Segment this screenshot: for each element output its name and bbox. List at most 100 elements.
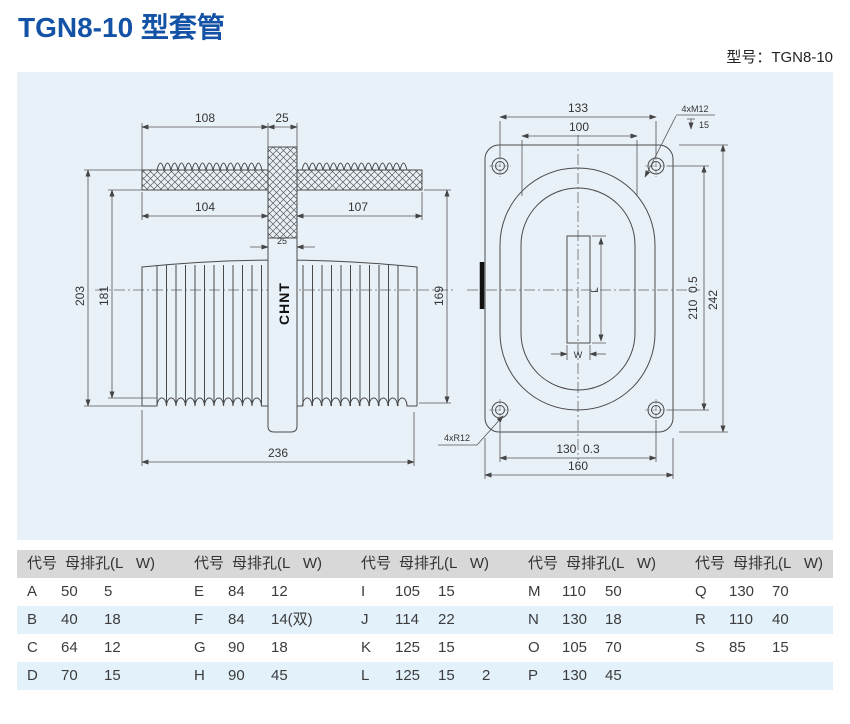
bolt-hole-br bbox=[645, 399, 667, 421]
dim-107: 107 bbox=[348, 200, 368, 214]
header-hole: 母排孔(L W) bbox=[232, 555, 322, 572]
cell-code: J bbox=[361, 611, 369, 628]
dim-130-0-3: 130 0.3 bbox=[556, 442, 600, 456]
cell-l: 64 bbox=[61, 639, 78, 656]
cell-code: E bbox=[194, 583, 205, 600]
flange-plate bbox=[484, 144, 674, 433]
cell-l: 110 bbox=[729, 611, 753, 628]
dim-100: 100 bbox=[569, 120, 589, 134]
header-group: 代号母排孔(L W) bbox=[361, 550, 528, 578]
cell-code: Q bbox=[695, 583, 707, 600]
header-group: 代号母排孔(L W) bbox=[695, 550, 823, 578]
cell-code: L bbox=[361, 667, 370, 684]
flange-section-left bbox=[141, 169, 269, 191]
inner-obround bbox=[520, 187, 636, 391]
dim-108: 108 bbox=[195, 111, 215, 125]
header-group: 代号母排孔(L W) bbox=[528, 550, 695, 578]
cell-extra bbox=[315, 578, 345, 606]
cell-l: 105 bbox=[562, 639, 588, 656]
cell-w: 18 bbox=[271, 639, 288, 656]
header-code: 代号 bbox=[194, 555, 225, 572]
cell-extra: 2 bbox=[482, 667, 491, 684]
cell-extra bbox=[482, 606, 512, 634]
dim-169: 169 bbox=[432, 286, 446, 306]
cell-w: 15 bbox=[772, 639, 789, 656]
cell-l bbox=[729, 662, 772, 690]
side-view: CHNT 108 25 104 107 25 203 181 169 bbox=[73, 111, 456, 466]
cell-l: 110 bbox=[562, 583, 586, 600]
cell-l: 90 bbox=[228, 667, 245, 684]
front-centerlines bbox=[467, 135, 700, 460]
depth-symbol-icon bbox=[687, 118, 695, 129]
cell-l: 84 bbox=[228, 583, 245, 600]
cell-w: 14(双) bbox=[271, 611, 313, 628]
cell-w bbox=[772, 662, 816, 690]
bolt-hole-bl bbox=[489, 399, 511, 421]
cell-w: 22 bbox=[438, 611, 455, 628]
side-extension-lines bbox=[84, 123, 451, 466]
bolt-hole-tr bbox=[645, 155, 667, 177]
cell-w: 15 bbox=[438, 583, 455, 600]
cell-w: 50 bbox=[605, 583, 622, 600]
cell-w: 45 bbox=[605, 667, 622, 684]
cell-w: 15 bbox=[104, 667, 121, 684]
dim-133: 133 bbox=[568, 101, 588, 115]
cell-w: 12 bbox=[104, 639, 121, 656]
dim-203: 203 bbox=[73, 286, 87, 306]
cell-l: 85 bbox=[729, 639, 746, 656]
cell-w: 70 bbox=[605, 639, 622, 656]
front-view: 133 100 242 210 0.5 130 0.3 160 L W 4xM1… bbox=[438, 101, 728, 479]
cell-code: B bbox=[27, 611, 38, 628]
cell-l: 125 bbox=[395, 667, 421, 684]
cell-w: 5 bbox=[104, 583, 113, 600]
cell-l: 114 bbox=[395, 611, 419, 628]
header-hole: 母排孔(L W) bbox=[399, 555, 489, 572]
technical-drawing: CHNT 108 25 104 107 25 203 181 169 bbox=[73, 101, 728, 479]
header-group: 代号母排孔(L W) bbox=[194, 550, 361, 578]
cell-extra bbox=[148, 634, 178, 662]
cell-w: 15 bbox=[438, 639, 455, 656]
spec-table: 代号母排孔(L W) 代号母排孔(L W) 代号母排孔(L W) 代号母排孔(L… bbox=[17, 550, 833, 690]
cell-l: 130 bbox=[562, 667, 588, 684]
cell-extra bbox=[482, 578, 512, 606]
conductor-stem-section bbox=[267, 146, 298, 239]
conductor-column bbox=[267, 237, 298, 433]
cell-code: D bbox=[27, 667, 38, 684]
cell-code: F bbox=[194, 611, 204, 628]
header-hole: 母排孔(L W) bbox=[566, 555, 656, 572]
dim-236: 236 bbox=[268, 446, 288, 460]
cell-extra bbox=[148, 662, 178, 690]
dim-25-bottom: 25 bbox=[277, 236, 287, 246]
cell-code: A bbox=[27, 583, 38, 600]
cell-w: 70 bbox=[772, 583, 789, 600]
model-label: 型号：TGN8-10 bbox=[726, 49, 833, 66]
cell-code: S bbox=[695, 639, 706, 656]
cell-code: K bbox=[361, 639, 372, 656]
table-cell-group: J 114 22 bbox=[361, 606, 528, 634]
cell-code: O bbox=[528, 639, 540, 656]
cell-extra bbox=[816, 578, 846, 606]
flange-section-right bbox=[296, 169, 423, 191]
cell-w: 45 bbox=[271, 667, 288, 684]
cell-code: M bbox=[528, 583, 541, 600]
header-hole: 母排孔(L W) bbox=[733, 555, 823, 572]
flange-teeth-left bbox=[156, 162, 263, 171]
body-ribs bbox=[156, 265, 399, 406]
brand-logo: CHNT bbox=[276, 282, 292, 325]
table-cell-group: S 85 15 bbox=[695, 634, 846, 662]
header-group: 代号母排孔(L W) bbox=[27, 550, 194, 578]
table-cell-group: M 110 50 bbox=[528, 578, 695, 606]
cell-l: 125 bbox=[395, 639, 421, 656]
